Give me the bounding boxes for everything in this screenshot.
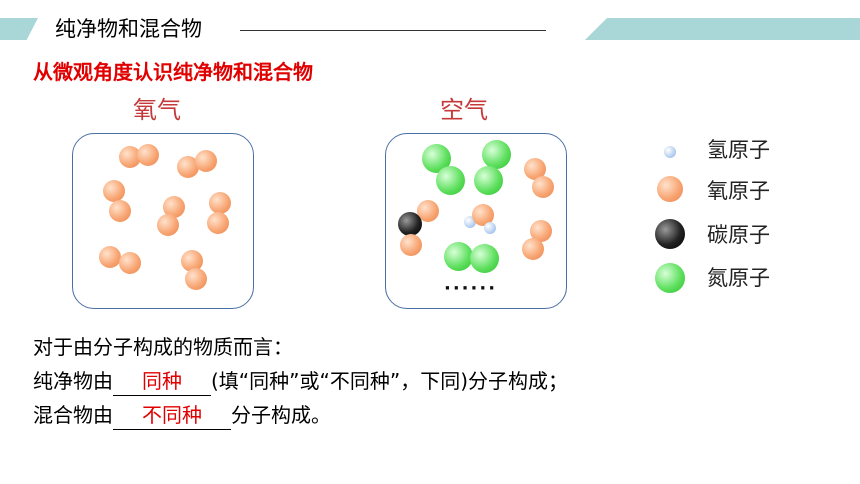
oxygen-atom <box>524 158 546 180</box>
header-divider <box>240 30 546 31</box>
carbon-atom-icon <box>655 219 685 249</box>
oxygen-atom <box>400 234 422 256</box>
oxygen-box-label: 氧气 <box>133 96 181 124</box>
intro-sentence: 对于由分子构成的物质而言： <box>33 335 293 359</box>
question-line-pure: 纯净物由同种(填“同种”或“不同种”，下同)分子构成； <box>33 367 568 396</box>
line2-suffix: (填“同种”或“不同种”，下同)分子构成； <box>211 369 569 393</box>
oxygen-atom <box>103 180 125 202</box>
oxygen-atom <box>99 246 121 268</box>
oxygen-atom <box>522 238 544 260</box>
oxygen-atom <box>109 200 131 222</box>
legend-oxygen-label: 氧原子 <box>707 179 770 203</box>
legend-carbon-label: 碳原子 <box>707 223 770 247</box>
oxygen-atom-icon <box>657 176 683 202</box>
line3-suffix: 分子构成。 <box>231 403 331 427</box>
question-line-mixture: 混合物由不同种分子构成。 <box>33 401 331 430</box>
oxygen-atom <box>119 252 141 274</box>
nitrogen-atom <box>444 242 473 271</box>
section-subtitle: 从微观角度认识纯净物和混合物 <box>33 60 313 84</box>
oxygen-atom <box>181 250 203 272</box>
page-title: 纯净物和混合物 <box>55 17 202 41</box>
ellipsis: ······ <box>444 278 498 299</box>
air-box-label: 空气 <box>440 96 488 124</box>
nitrogen-atom <box>482 140 511 169</box>
carbon-atom <box>398 212 422 236</box>
oxygen-atom <box>163 196 185 218</box>
legend-hydrogen-label: 氢原子 <box>707 138 770 162</box>
line2-prefix: 纯净物由 <box>33 369 113 393</box>
header-accent-right <box>585 18 860 40</box>
hydrogen-atom-icon <box>664 146 676 158</box>
oxygen-atom <box>209 192 231 214</box>
answer-blank-mixture: 不同种 <box>113 401 231 430</box>
oxygen-atom <box>119 146 141 168</box>
nitrogen-atom-icon <box>655 263 685 293</box>
oxygen-atom <box>195 150 217 172</box>
line3-prefix: 混合物由 <box>33 403 113 427</box>
oxygen-molecule-box <box>72 133 254 309</box>
oxygen-atom <box>157 214 179 236</box>
answer-blank-pure: 同种 <box>113 367 211 396</box>
oxygen-atom <box>137 144 159 166</box>
nitrogen-atom <box>436 166 465 195</box>
oxygen-atom <box>417 200 439 222</box>
oxygen-atom <box>472 204 494 226</box>
oxygen-atom <box>177 156 199 178</box>
header-accent-left <box>0 18 38 40</box>
nitrogen-atom <box>474 166 503 195</box>
oxygen-atom <box>530 220 552 242</box>
oxygen-atom <box>207 212 229 234</box>
air-molecule-box: ······ <box>385 133 567 309</box>
legend-nitrogen-label: 氮原子 <box>707 266 770 290</box>
oxygen-atom <box>532 176 554 198</box>
hydrogen-atom <box>484 222 496 234</box>
oxygen-atom <box>185 268 207 290</box>
nitrogen-atom <box>470 244 499 273</box>
